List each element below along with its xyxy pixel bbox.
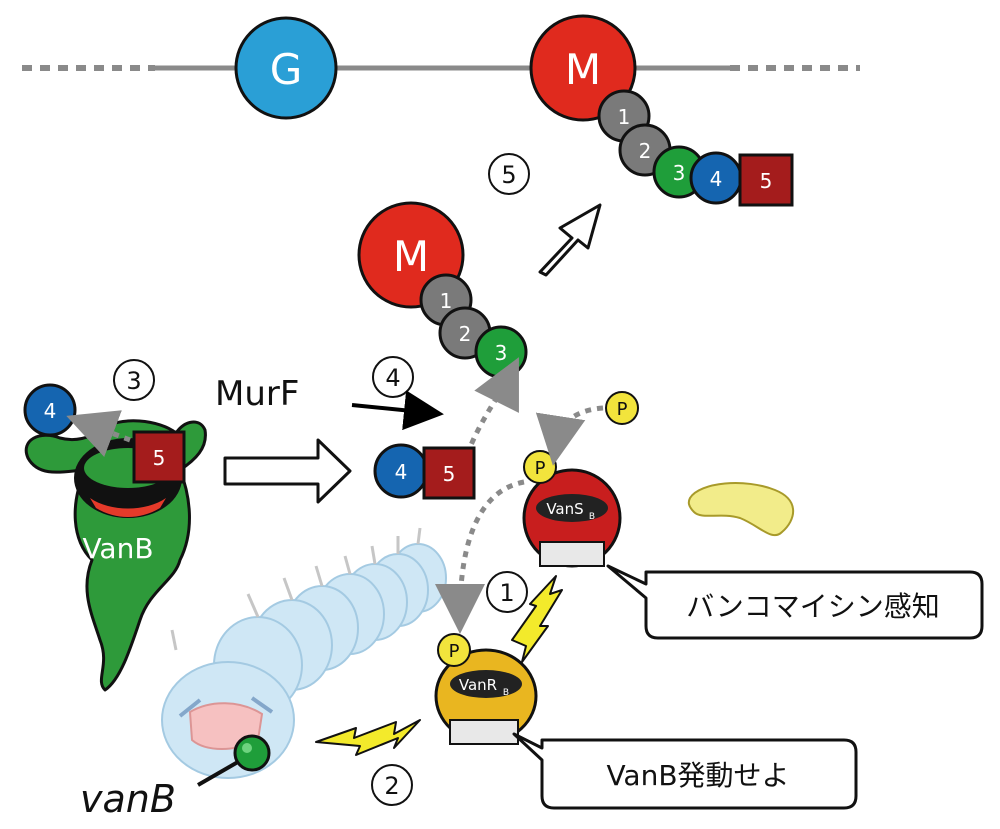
vanb-gene-highlight: [242, 743, 252, 753]
step-3-marker: 3: [113, 359, 155, 401]
vans-phosphate: P: [523, 450, 557, 484]
aa-3-top-label: 3: [673, 161, 686, 185]
vanb-enzyme: VanB 4 5: [23, 383, 207, 692]
free-phosphate: P: [605, 391, 639, 425]
free-phosphate-label: P: [617, 399, 628, 420]
step-4-label: 4: [385, 364, 400, 392]
lightning-bolt-2: [315, 719, 421, 756]
murf-arrow: [351, 390, 444, 431]
vanb-ligation-arrow: [66, 410, 131, 457]
step-2-label: 2: [384, 772, 399, 800]
vans-phosphate-label: P: [535, 458, 546, 479]
step-2-marker: 2: [371, 764, 413, 806]
vanr-phosphate: P: [437, 633, 471, 667]
vanb-gene: [197, 734, 271, 787]
aa-5-top-label: 5: [760, 169, 773, 193]
vanb-tongue: [90, 498, 166, 517]
aa-2-mid-label: 2: [459, 322, 472, 346]
ligation-dashed-arrow: [464, 357, 519, 456]
callout-activate-text: VanB発動せよ: [606, 759, 789, 792]
step-5-marker: 5: [488, 153, 530, 195]
callout-activate: VanB発動せよ: [512, 732, 858, 810]
vans-protein: VanS B: [522, 468, 622, 568]
callout-sense-text: バンコマイシン感知: [686, 590, 939, 623]
step-3-label: 3: [126, 367, 141, 395]
vanb-held-aa-4: [23, 383, 77, 437]
g-sugar: G: [234, 16, 338, 120]
step-5-arrow: [538, 203, 602, 277]
aa-1-mid-label: 1: [440, 289, 453, 313]
vanb-held-aa-5-label: 5: [153, 446, 166, 470]
step-5-label: 5: [501, 161, 516, 189]
vans-label-sub: B: [589, 512, 595, 522]
g-sugar-label: G: [270, 45, 303, 94]
step-1-label: 1: [499, 579, 514, 607]
vanr-label-main: VanR: [459, 676, 497, 694]
vanb-label: VanB: [82, 532, 153, 565]
vans-label-main: VanS: [546, 500, 583, 518]
lightning-bolt-1: [511, 575, 563, 663]
aa-2-top-label: 2: [639, 139, 652, 163]
vans-box: [539, 541, 605, 567]
aa-1-top-label: 1: [618, 105, 631, 129]
vancomycin-molecule: [687, 482, 795, 537]
callout-sense: バンコマイシン感知: [606, 564, 984, 640]
aa-3-mid-label: 3: [495, 341, 508, 365]
vanr-box: [449, 719, 519, 745]
m-sugar-mid-label: M: [393, 232, 429, 281]
vanr-band: [450, 670, 522, 698]
aa-5-top: [738, 153, 794, 207]
vanr-phosphate-label: P: [449, 641, 460, 662]
dipeptide: 4 5: [373, 443, 476, 500]
dipeptide-aa-5-label: 5: [443, 462, 456, 486]
vans-band: [536, 494, 608, 522]
vanb-output-arrow: [223, 438, 352, 504]
dipeptide-aa-4-label: 4: [395, 460, 408, 484]
dipeptide-aa-5: [422, 446, 476, 500]
caterpillar: [161, 527, 447, 779]
m-sugar-top: M: [529, 14, 637, 122]
vanr-protein: VanR B: [434, 648, 538, 745]
vanb-held-aa-4-label: 4: [44, 399, 57, 423]
m-sugar-top-label: M: [565, 45, 601, 94]
aa-4-top-label: 4: [710, 167, 723, 191]
vanr-label-sub: B: [503, 688, 509, 698]
step-1-marker: 1: [486, 571, 528, 613]
step-4-marker: 4: [372, 356, 414, 398]
vanb-held-aa-5: [132, 430, 186, 484]
vanb-gene-label: vanB: [80, 777, 176, 821]
phosphorylation-arrow: [535, 405, 604, 466]
vanb-gene-ball: [233, 734, 271, 772]
phosphate-transfer-arrow: [435, 479, 525, 634]
tripeptide-mid: 1 2 3: [419, 273, 528, 379]
murf-label: MurF: [215, 374, 299, 414]
pentapeptide-top: 1 2 3 4 5: [597, 89, 794, 207]
